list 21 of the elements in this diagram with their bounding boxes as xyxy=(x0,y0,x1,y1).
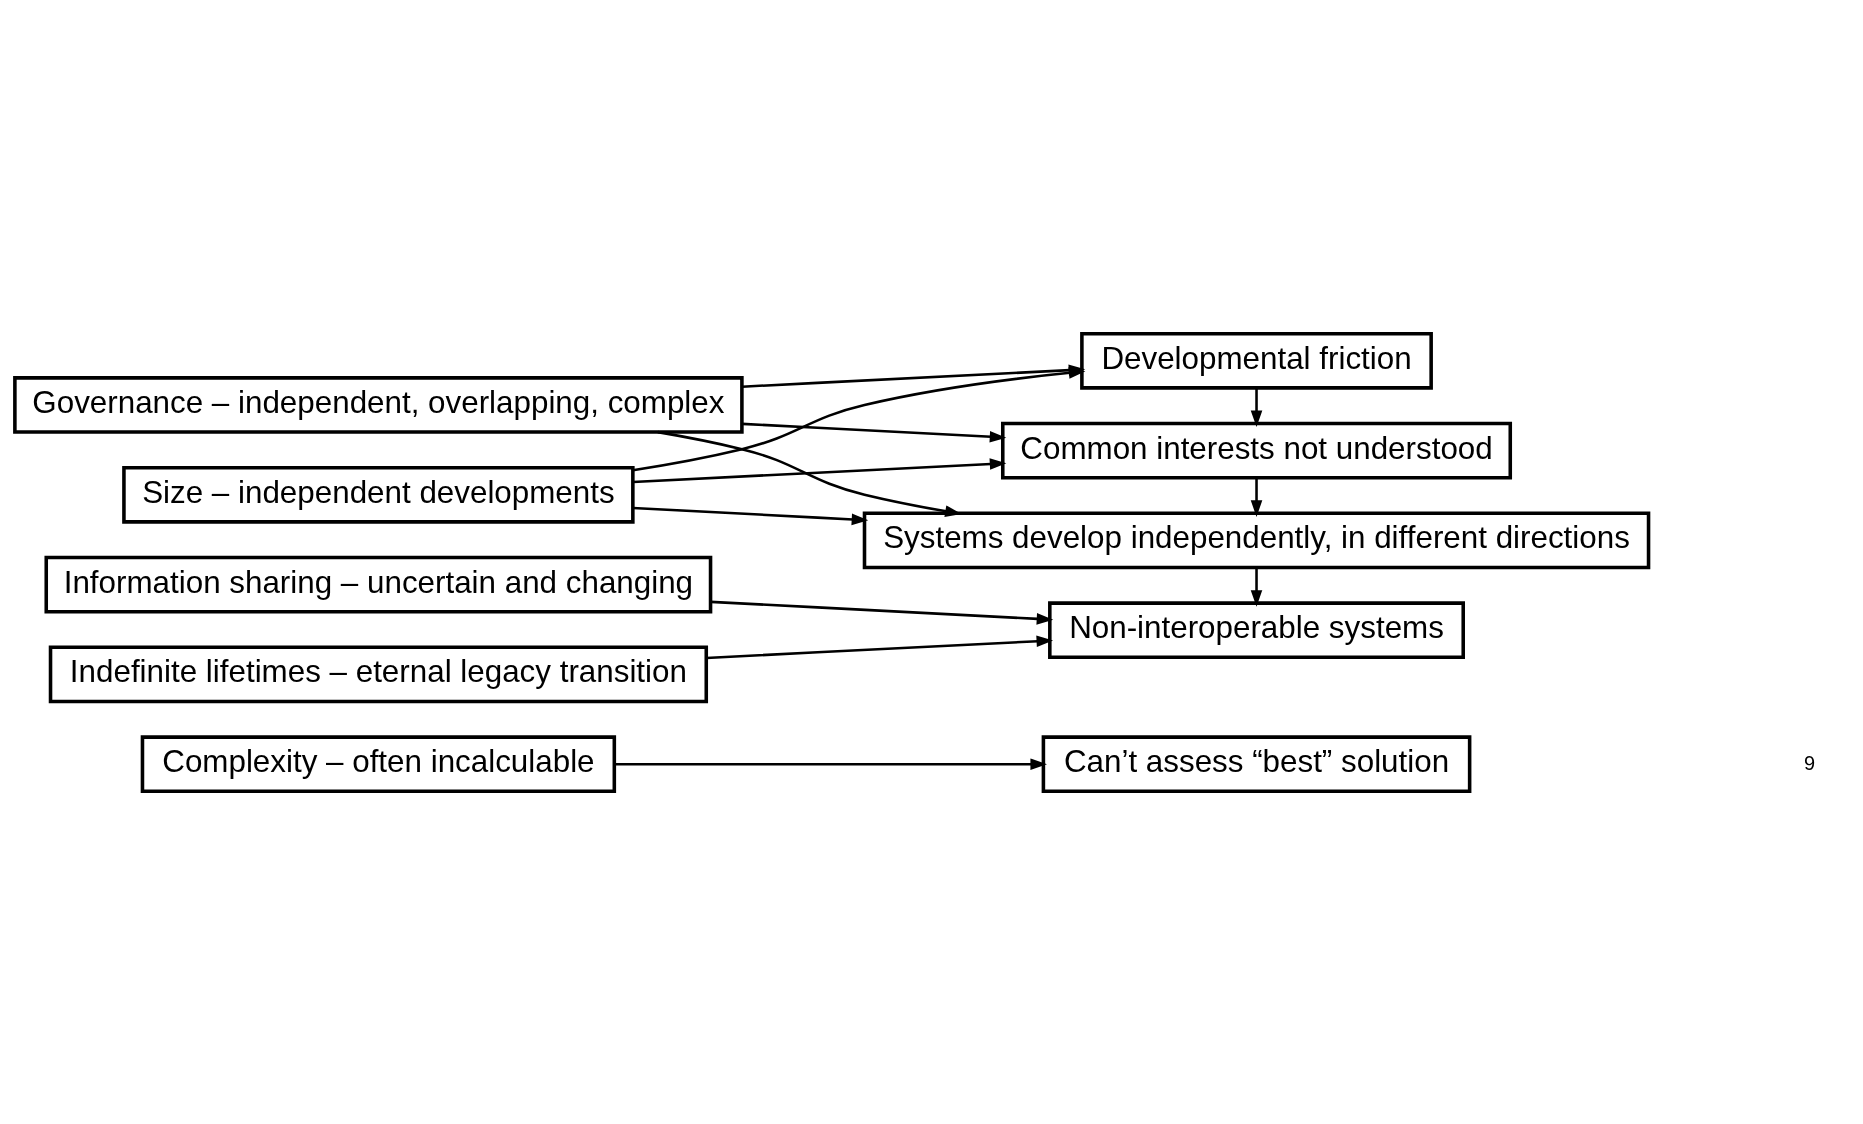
arrow xyxy=(710,600,1054,625)
node-box: Complexity – often incalculable xyxy=(140,734,617,793)
node-box: Can’t assess “best” solution xyxy=(1041,734,1472,793)
arrow xyxy=(632,366,1086,471)
arrow xyxy=(1250,387,1263,427)
node-box: Governance – independent, overlapping, complex xyxy=(13,375,744,434)
node-box: Common interests not understood xyxy=(1001,421,1513,479)
arrow xyxy=(742,422,1007,443)
node-box: Non-interoperable systems xyxy=(1048,600,1465,659)
label: 9 xyxy=(1804,750,1816,773)
node-box: Systems develop independently, in different directions xyxy=(862,511,1651,569)
node-box: Information sharing – uncertain and changing xyxy=(44,555,713,613)
node-box: Indefinite lifetimes – eternal legacy transition xyxy=(48,645,709,703)
arrow xyxy=(1250,567,1263,607)
arrow xyxy=(632,457,1007,483)
arrow xyxy=(632,506,869,525)
arrow xyxy=(1250,477,1263,517)
node-box: Developmental friction xyxy=(1080,331,1433,390)
arrow xyxy=(614,757,1047,770)
arrow xyxy=(706,634,1054,659)
node-box: Size – independent developments xyxy=(122,465,635,524)
